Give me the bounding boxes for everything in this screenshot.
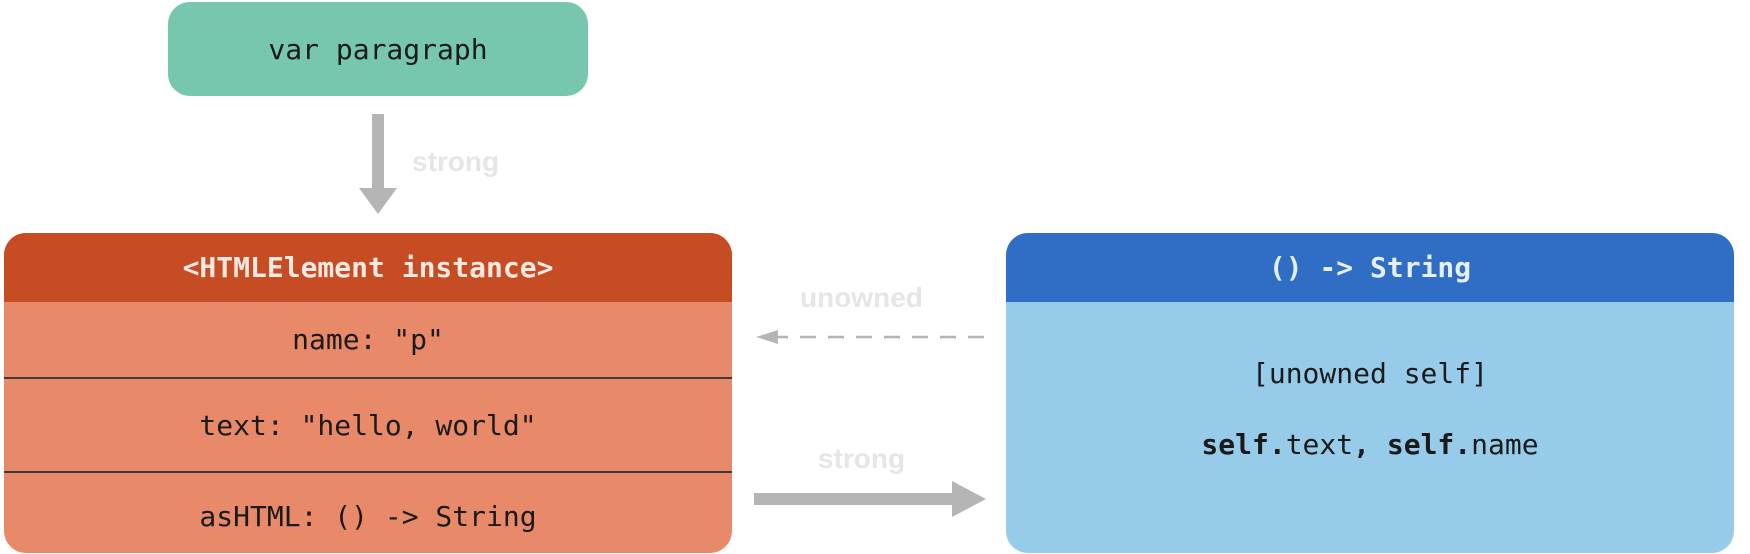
- self-keyword-2: self.: [1386, 428, 1472, 461]
- closure-body: [unowned self] self.text, self.name: [1006, 302, 1734, 553]
- unowned-arrow-left: [756, 330, 984, 344]
- property-row-text: text: "hello, world": [4, 379, 732, 473]
- strong-arrow-right: [754, 481, 986, 517]
- closure-box: () -> String [unowned self] self.text, s…: [1006, 233, 1734, 553]
- comma-separator: ,: [1353, 428, 1387, 461]
- instance-header: <HTMLElement instance>: [4, 233, 732, 302]
- closure-header: () -> String: [1006, 233, 1734, 302]
- variable-label: var paragraph: [268, 32, 488, 66]
- capture-list-text: [unowned self]: [1251, 357, 1488, 390]
- unowned-label: unowned: [800, 282, 923, 313]
- instance-title: <HTMLElement instance>: [182, 251, 554, 284]
- closure-title: () -> String: [1268, 251, 1472, 284]
- self-keyword-1: self.: [1201, 428, 1286, 461]
- property-name: name: "p": [292, 323, 444, 356]
- variable-box: var paragraph: [168, 2, 588, 96]
- strong-arrow-down: [359, 114, 397, 214]
- instance-box: <HTMLElement instance> name: "p" text: "…: [4, 233, 732, 553]
- strong-label-top: strong: [412, 146, 500, 177]
- property-text: text: "hello, world": [199, 408, 537, 442]
- property-row-ashtml: asHTML: () -> String: [4, 473, 732, 553]
- capture-list: [unowned self]: [1006, 357, 1734, 390]
- text-member: text: [1285, 428, 1354, 461]
- strong-label-bottom: strong: [818, 443, 906, 474]
- name-member: name: [1471, 428, 1539, 461]
- property-row-name: name: "p": [4, 302, 732, 379]
- closure-expression: self.text, self.name: [1006, 428, 1734, 461]
- property-ashtml: asHTML: () -> String: [199, 499, 537, 533]
